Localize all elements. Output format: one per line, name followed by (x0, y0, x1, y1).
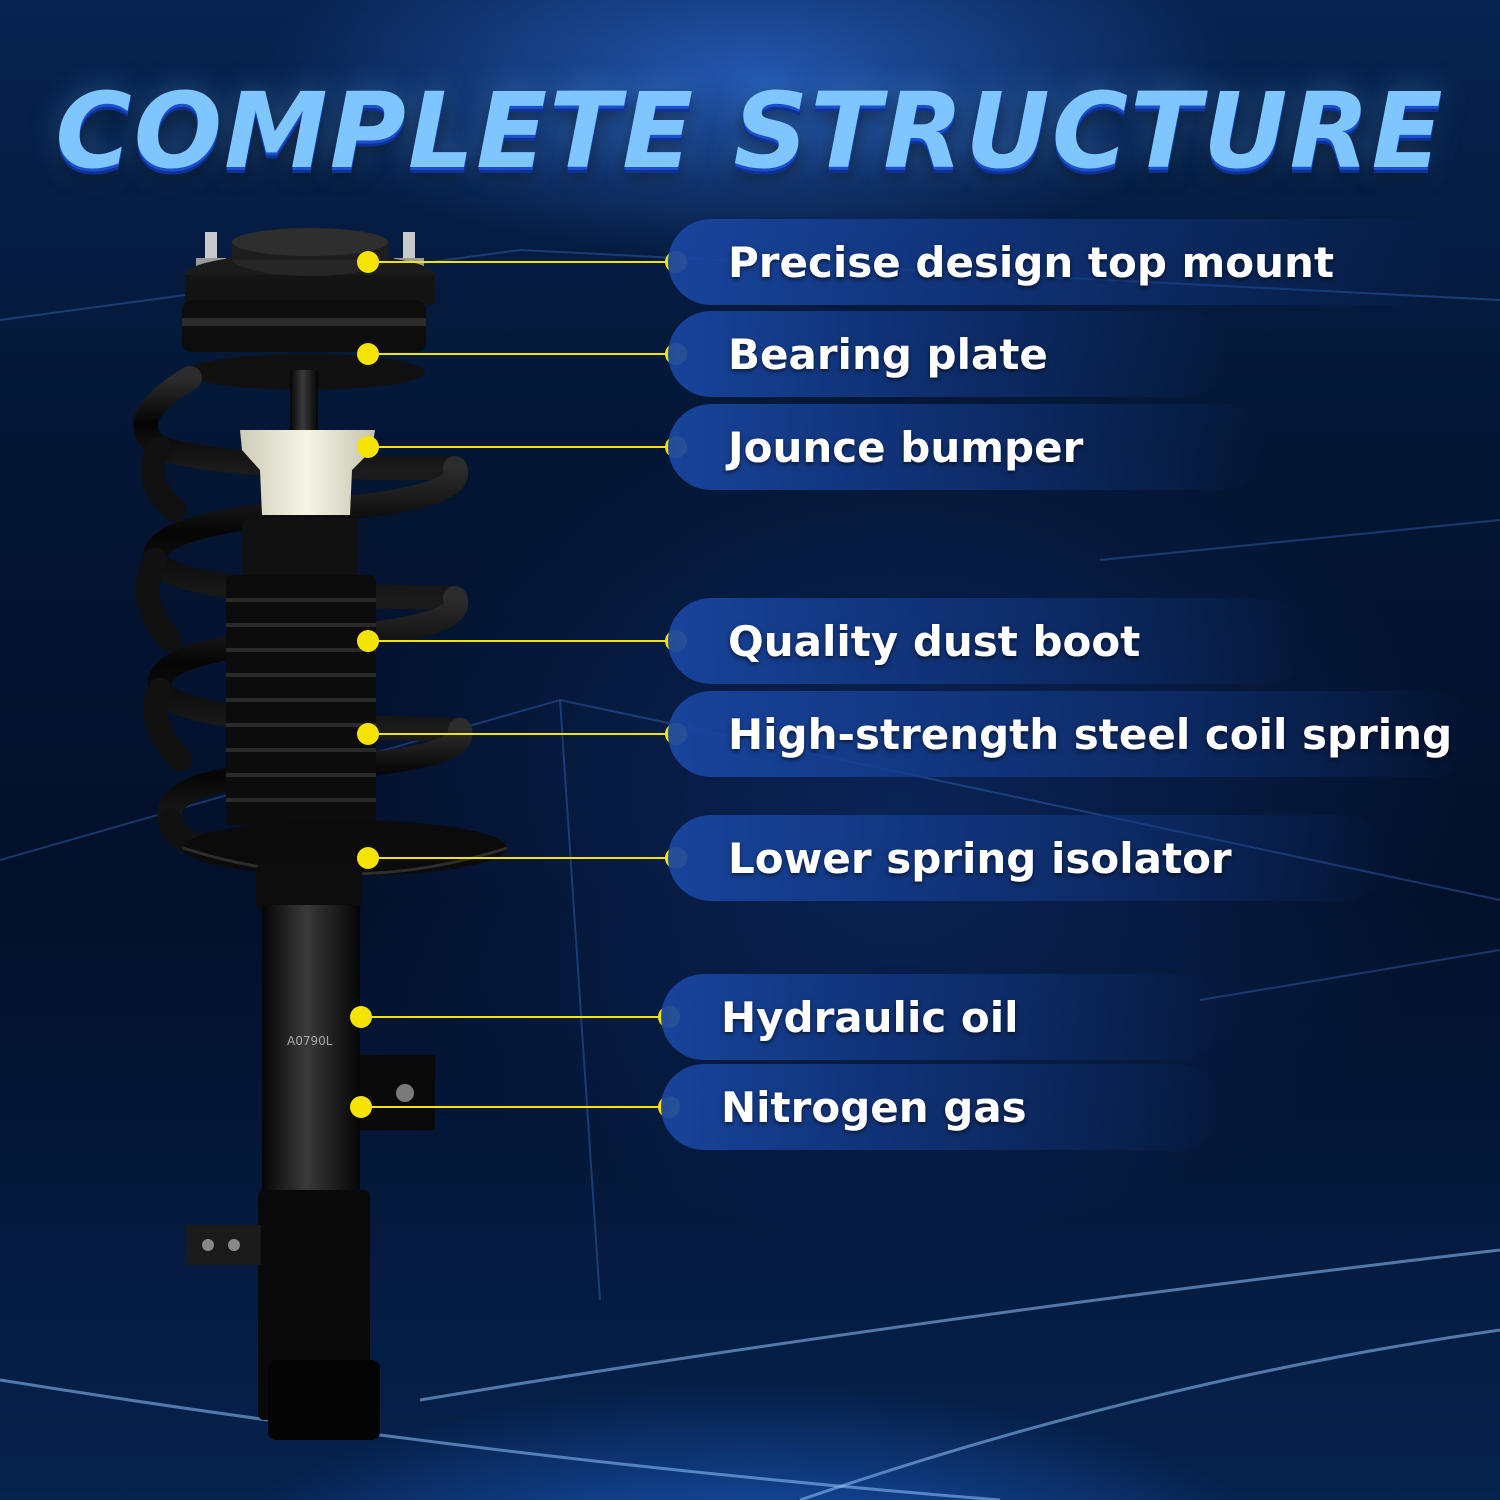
callout-label: Nitrogen gas (721, 1082, 1027, 1132)
page-title: COMPLETE STRUCTURE (55, 70, 1445, 192)
callout-dust-boot: Quality dust boot (668, 598, 1308, 684)
callout-dot (350, 1006, 372, 1028)
callout-dot (357, 723, 379, 745)
callout-label: Jounce bumper (728, 422, 1084, 472)
callout-bearing-plate: Bearing plate (668, 311, 1228, 397)
callout-lower-spring-isolator: Lower spring isolator (668, 815, 1388, 901)
callout-hydraulic-oil: Hydraulic oil (661, 974, 1221, 1060)
piston-rod (290, 370, 318, 440)
callout-top-mount: Precise design top mount (668, 219, 1448, 305)
callout-label: High-strength steel coil spring (728, 709, 1453, 759)
callout-nitrogen-gas: Nitrogen gas (661, 1064, 1221, 1150)
callout-dot (357, 630, 379, 652)
callout-coil-spring: High-strength steel coil spring (668, 691, 1478, 777)
part-marking: A0790L (287, 1034, 333, 1048)
callout-label: Bearing plate (728, 329, 1048, 379)
callout-dot (350, 1096, 372, 1118)
callout-label: Precise design top mount (728, 237, 1335, 287)
callout-dot (357, 436, 379, 458)
damper-body (186, 862, 435, 1440)
jounce-bumper (240, 430, 375, 515)
callout-label: Lower spring isolator (728, 833, 1232, 883)
callout-label: Quality dust boot (728, 616, 1141, 666)
callout-dot (357, 343, 379, 365)
callout-jounce-bumper: Jounce bumper (668, 404, 1268, 490)
callout-label: Hydraulic oil (721, 992, 1019, 1042)
callout-dot (357, 251, 379, 273)
callout-dot (357, 847, 379, 869)
dust-boot (226, 518, 376, 825)
